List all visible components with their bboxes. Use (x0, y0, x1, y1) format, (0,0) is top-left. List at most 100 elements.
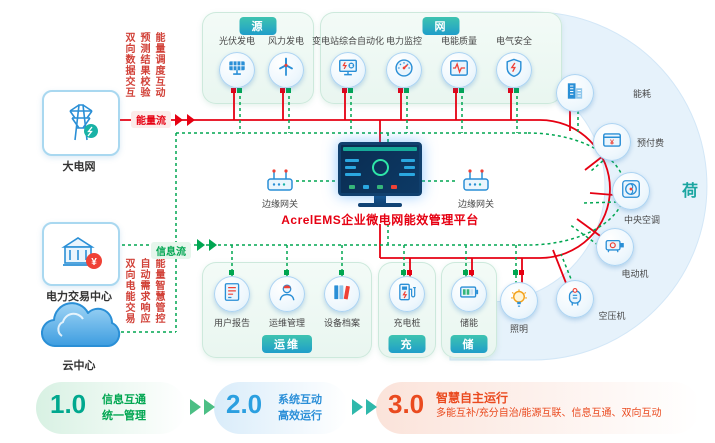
cloud-center-box (32, 298, 124, 359)
battery-icon (458, 281, 480, 308)
chevron-icon (190, 399, 201, 415)
node-substation (330, 52, 366, 88)
node-motor (596, 228, 634, 266)
power-monitoring-icon (393, 57, 415, 84)
chevron-icon (366, 399, 377, 415)
dashboard-screen (338, 142, 422, 196)
legend-arrow-1 (190, 399, 218, 420)
energy-consumption-icon (564, 80, 586, 107)
node-quality (441, 52, 477, 88)
cloud-icon (32, 298, 124, 359)
node-wind (268, 52, 304, 88)
edge-gateway-right-label: 边缘网关 (457, 199, 494, 209)
badge-grid: 网 (422, 17, 460, 35)
node-equipment-archive-label: 设备档案 (323, 318, 360, 328)
chevron-icon (204, 399, 215, 415)
node-monitoring-label: 电力监控 (385, 36, 422, 46)
trading-building-icon: ¥ (56, 231, 106, 278)
air-compressor-icon (564, 286, 586, 313)
legend-stage2-version: 2.0 (226, 389, 263, 419)
power-quality-icon (448, 57, 470, 84)
energy-flow-label: 能量流 (131, 111, 171, 128)
annotation-col: 能量调度互动 (153, 32, 164, 98)
edge-gateway-right (460, 168, 492, 199)
badge-load: 荷 (682, 183, 699, 200)
annotation-col: 双向数据交互 (123, 32, 134, 98)
big-grid-label: 大电网 (62, 161, 96, 173)
node-substation-label: 变电站综合自动化 (311, 36, 384, 46)
node-charging-pile (389, 276, 425, 312)
node-ops-management (269, 276, 305, 312)
trading-center-box: ¥ (42, 222, 120, 286)
annotation-col: 双向电能交易 (123, 258, 134, 324)
svg-text:¥: ¥ (610, 138, 614, 146)
node-equipment-archive (324, 276, 360, 312)
ops-management-icon (276, 281, 298, 308)
electrical-safety-icon (503, 57, 525, 84)
chevron-icon (352, 399, 363, 415)
legend-stage1-version: 1.0 (50, 389, 87, 419)
solar-panel-icon (226, 57, 248, 84)
node-user-report (214, 276, 250, 312)
svg-text:¥: ¥ (91, 257, 97, 268)
gateway-icon (264, 168, 296, 199)
node-ops-management-label: 运维管理 (268, 318, 305, 328)
badge-charging: 充 (388, 335, 426, 353)
legend-stage2-text: 系统互动 高效运行 (278, 392, 322, 424)
legend-stage1-line2: 统一管理 (102, 410, 146, 422)
legend-stage2-line1: 系统互动 (278, 394, 322, 406)
node-central-ac-label: 中央空调 (623, 215, 660, 225)
node-central-ac (612, 172, 650, 210)
monitor-base (358, 203, 402, 207)
node-pv-label: 光伏发电 (218, 36, 255, 46)
node-user-report-label: 用户报告 (213, 318, 250, 328)
node-safety-label: 电气安全 (495, 36, 532, 46)
badge-storage: 储 (450, 335, 488, 353)
legend-stage1-bg (36, 382, 186, 434)
node-air-compressor-label: 空压机 (598, 311, 626, 321)
node-lighting (500, 282, 538, 320)
node-wind-label: 风力发电 (267, 36, 304, 46)
gateway-icon (460, 168, 492, 199)
transmission-tower-icon (58, 98, 104, 149)
badge-ops: 运维 (262, 335, 312, 353)
motor-icon (604, 234, 626, 261)
legend-stage2-bg (214, 382, 348, 434)
annotation-col: 自动需求响应 (138, 258, 149, 324)
node-battery-storage (451, 276, 487, 312)
node-prepaid-label: 预付费 (637, 138, 665, 148)
prepaid-icon: ¥ (601, 129, 623, 156)
legend-stage1-text: 信息互通 统一管理 (102, 392, 146, 424)
platform-monitor (338, 142, 422, 207)
legend-stage2-line2: 高效运行 (278, 410, 322, 422)
wind-turbine-icon (275, 57, 297, 84)
edge-gateway-left-label: 边缘网关 (261, 199, 298, 209)
legend-stage3-line2: 多能互补/充分自治/能源互联、信息互通、双向互动 (436, 408, 662, 419)
node-prepaid: ¥ (593, 123, 631, 161)
central-ac-icon (620, 178, 642, 205)
big-grid-box (42, 90, 120, 156)
legend-arrow-2 (352, 399, 380, 420)
charging-pile-icon (396, 281, 418, 308)
monitor-stand (374, 196, 386, 203)
node-energy-consumption (556, 74, 594, 112)
platform-title: AcrelEMS企业微电网能效管理平台 (281, 213, 479, 227)
node-pv (219, 52, 255, 88)
node-charging-pile-label: 充电桩 (393, 318, 421, 328)
badge-source: 源 (239, 17, 277, 35)
top-annotations: 双向数据交互 预测结果校验 能量调度互动 (122, 32, 164, 98)
node-motor-label: 电动机 (621, 269, 649, 279)
node-energy-consumption-label: 能耗 (633, 89, 652, 99)
trading-center-label: 电力交易中心 (46, 291, 112, 303)
substation-icon (337, 57, 359, 84)
legend-stage3-bg (376, 382, 700, 434)
user-report-icon (221, 281, 243, 308)
legend-stage3-text: 智慧自主运行 多能互补/充分自治/能源互联、信息互通、双向互动 (436, 390, 662, 422)
node-monitoring (386, 52, 422, 88)
legend-stage3-line1: 智慧自主运行 (436, 391, 509, 405)
node-battery-storage-label: 储能 (459, 318, 478, 328)
annotation-col: 能量智慧管控 (153, 258, 164, 324)
node-safety (496, 52, 532, 88)
edge-gateway-left (264, 168, 296, 199)
